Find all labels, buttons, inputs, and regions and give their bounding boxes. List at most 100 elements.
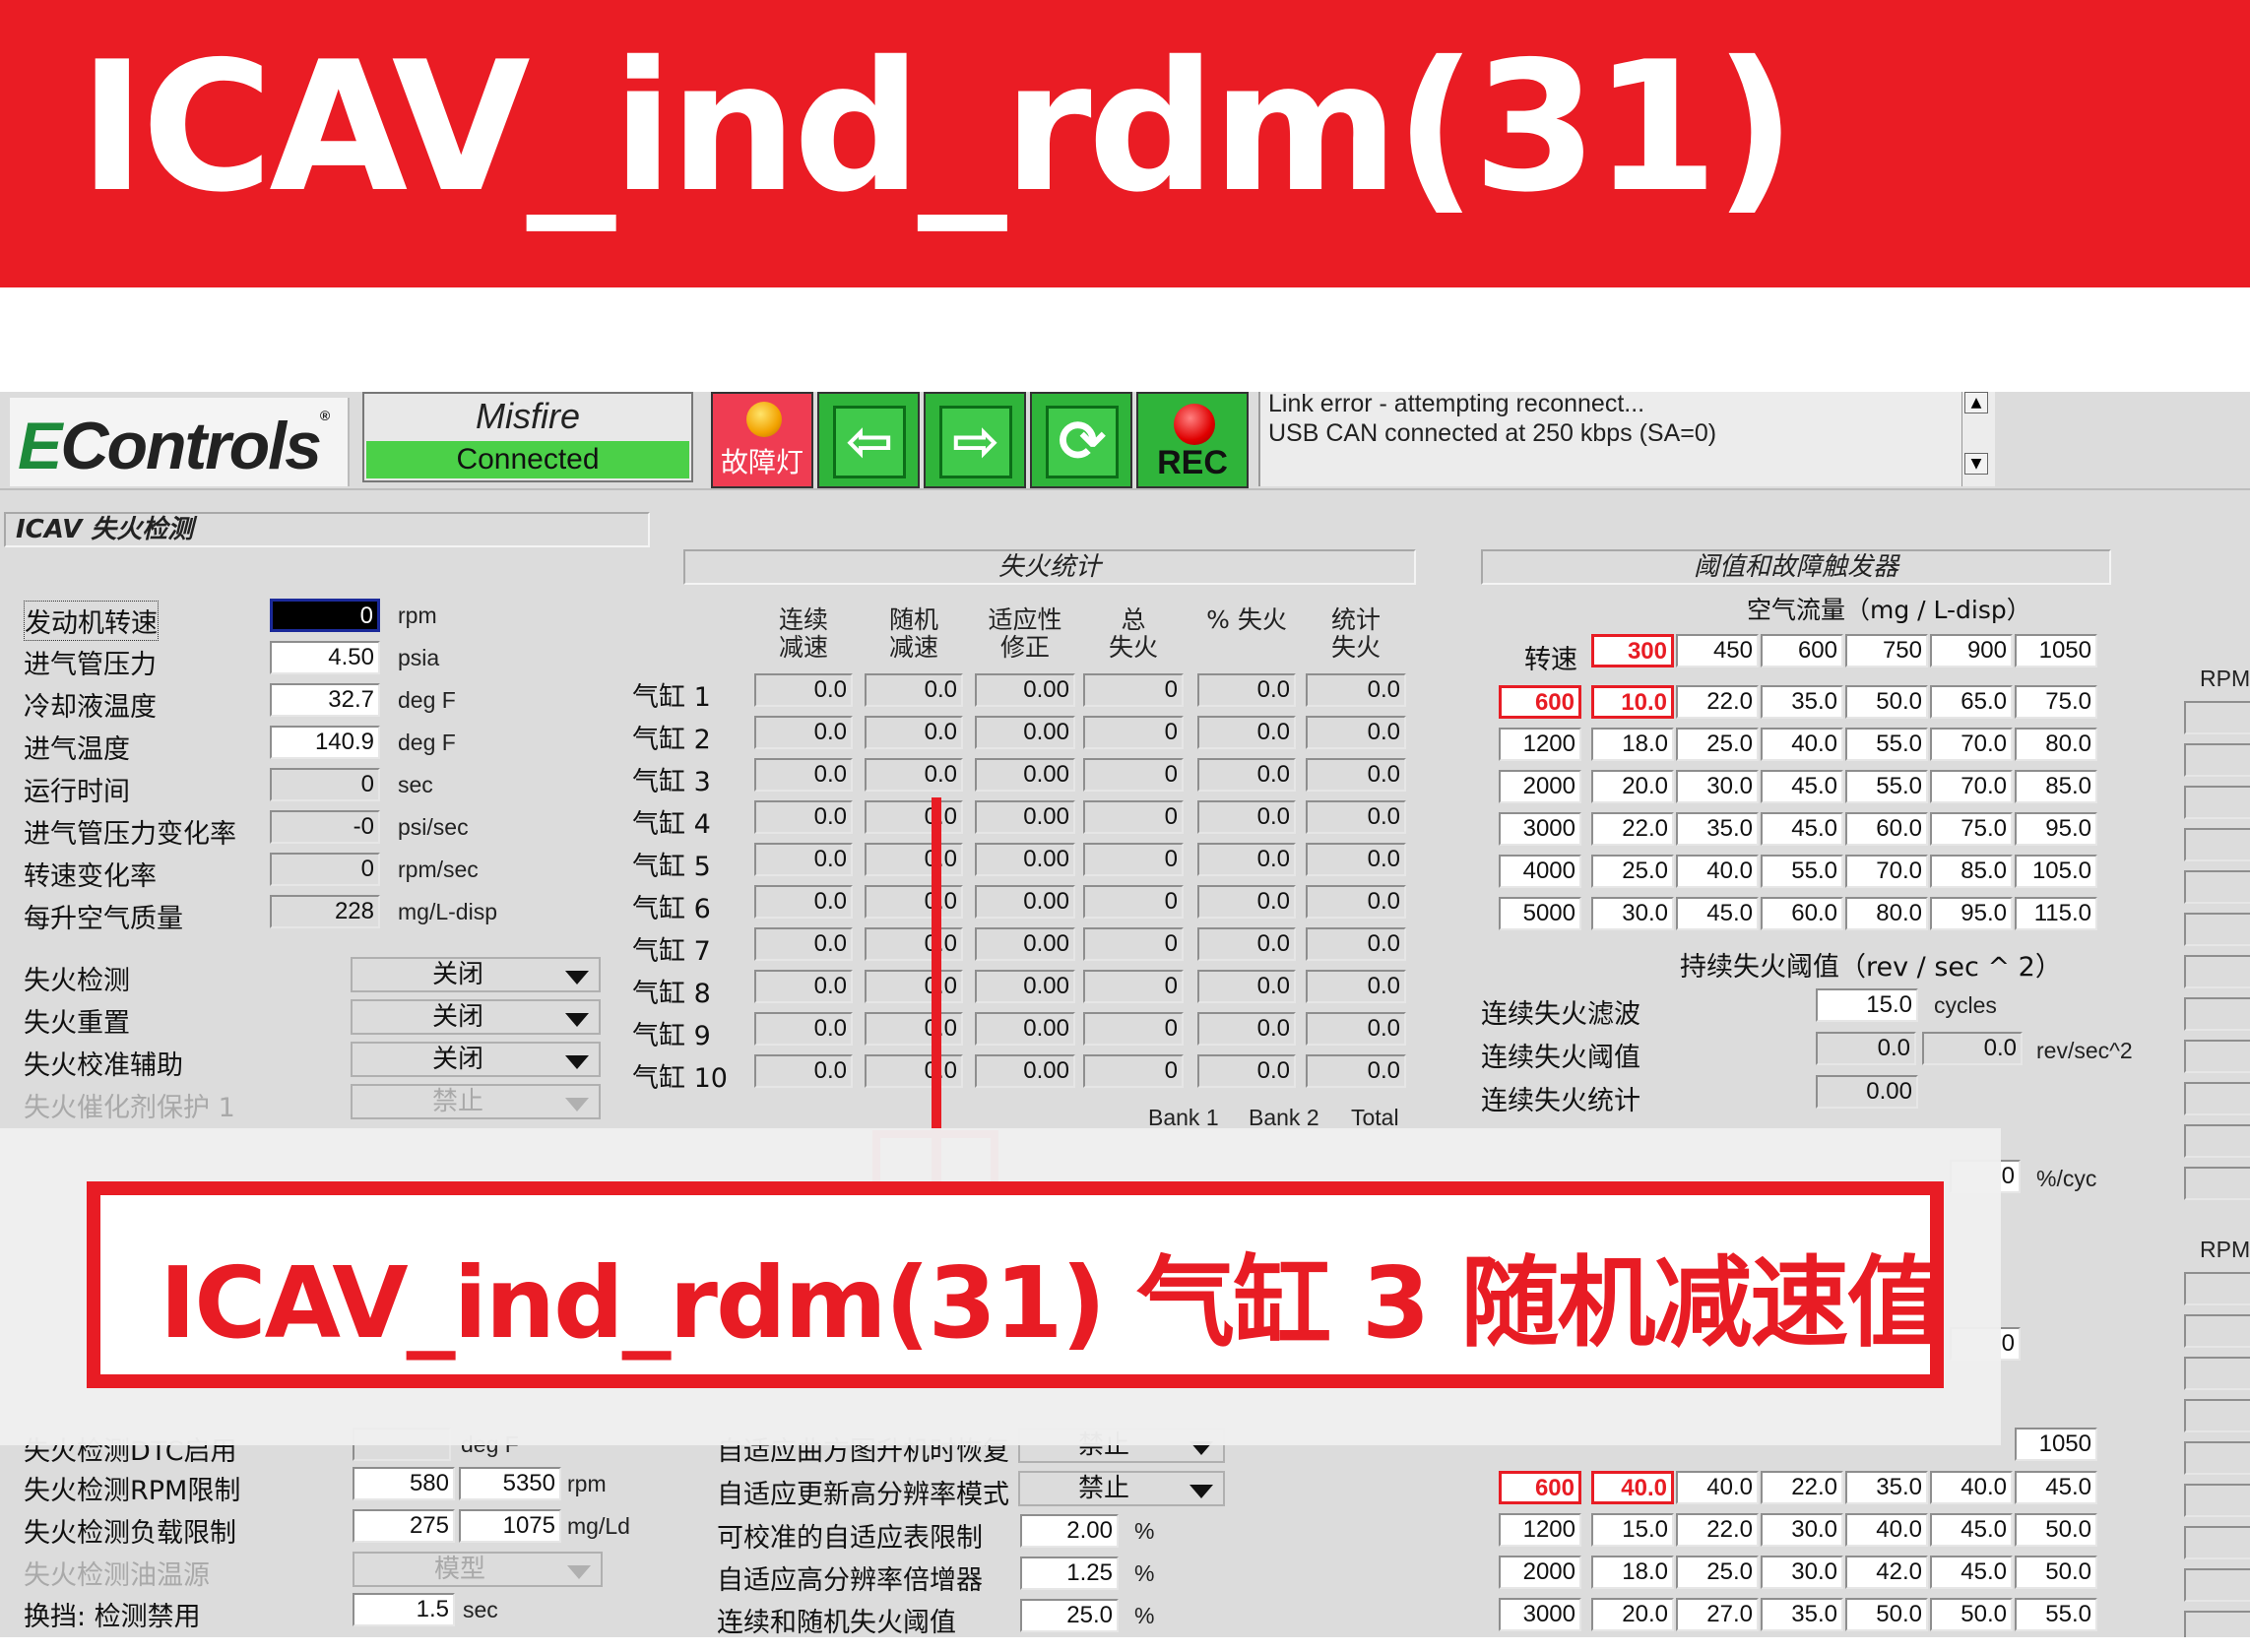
threshold-value-field[interactable]: 65.0 — [1930, 685, 2013, 719]
scroll-down-icon[interactable]: ▼ — [1964, 453, 1988, 475]
rpm-field[interactable]: 600 — [1499, 1471, 1581, 1504]
threshold-value-field[interactable]: 20.0 — [1591, 770, 1674, 803]
threshold-value-field[interactable]: 22.0 — [1676, 1513, 1759, 1547]
threshold-value-field[interactable]: 30.0 — [1591, 897, 1674, 930]
airflow-header-field[interactable]: 750 — [1845, 634, 1928, 667]
adaptive-field[interactable]: 25.0 — [1020, 1599, 1119, 1632]
threshold-value-field[interactable]: 70.0 — [1930, 728, 2013, 761]
airflow-header-field[interactable]: 600 — [1761, 634, 1843, 667]
threshold-value-field[interactable]: 25.0 — [1676, 1556, 1759, 1589]
threshold-value-field[interactable]: 70.0 — [1845, 855, 1928, 888]
threshold-value-field[interactable]: 20.0 — [1591, 1598, 1674, 1631]
threshold-value-field[interactable]: 27.0 — [1676, 1598, 1759, 1631]
airflow-header-field[interactable]: 300 — [1591, 634, 1674, 667]
threshold-value-field[interactable]: 30.0 — [1761, 1556, 1843, 1589]
threshold-value-field[interactable]: 40.0 — [1591, 1471, 1674, 1504]
threshold-value-field[interactable]: 55.0 — [2015, 1598, 2097, 1631]
threshold-value-field[interactable]: 80.0 — [2015, 728, 2097, 761]
threshold-value-field[interactable]: 115.0 — [2015, 897, 2097, 930]
threshold-value-field[interactable]: 22.0 — [1676, 685, 1759, 719]
forward-button[interactable]: ⇨ — [924, 392, 1026, 488]
param-value-field[interactable]: 0 — [270, 599, 380, 632]
rpm-field[interactable]: 5000 — [1499, 897, 1581, 930]
rpm-field[interactable]: 1200 — [1499, 728, 1581, 761]
threshold-value-field[interactable]: 30.0 — [1761, 1513, 1843, 1547]
refresh-button[interactable]: ⟳ — [1030, 392, 1132, 488]
rpm-field[interactable]: 4000 — [1499, 855, 1581, 888]
rpm-field[interactable]: 600 — [1499, 685, 1581, 719]
threshold-value-field[interactable]: 95.0 — [2015, 812, 2097, 846]
threshold-value-field[interactable]: 45.0 — [1930, 1513, 2013, 1547]
threshold-value-field[interactable]: 55.0 — [1761, 855, 1843, 888]
threshold-value-field[interactable]: 30.0 — [1676, 770, 1759, 803]
threshold-value-field[interactable]: 10.0 — [1591, 685, 1674, 719]
airflow-header-field[interactable]: 450 — [1676, 634, 1759, 667]
misfire-select[interactable]: 关闭 — [351, 957, 601, 992]
misfire-select[interactable]: 关闭 — [351, 999, 601, 1035]
airflow-header-field[interactable]: 1050 — [2015, 634, 2097, 667]
back-button[interactable]: ⇦ — [817, 392, 920, 488]
fault-lamp-button[interactable]: 故障灯 — [711, 392, 813, 488]
shift-disable-field[interactable]: 1.5 — [353, 1593, 455, 1626]
airflow-header-field[interactable]: 900 — [1930, 634, 2013, 667]
threshold-value-field[interactable]: 25.0 — [1591, 855, 1674, 888]
log-scrollbar[interactable]: ▲ ▼ — [1961, 392, 1989, 486]
airflow-header-field[interactable]: 1050 — [2015, 1428, 2097, 1461]
record-button[interactable]: REC — [1136, 392, 1249, 488]
threshold-value-field[interactable]: 105.0 — [2015, 855, 2097, 888]
misfire-select[interactable]: 关闭 — [351, 1042, 601, 1077]
rpm-field[interactable]: 3000 — [1499, 812, 1581, 846]
adaptive-field[interactable]: 2.00 — [1020, 1514, 1119, 1548]
adaptive-field[interactable]: 1.25 — [1020, 1557, 1119, 1590]
threshold-value-field[interactable]: 45.0 — [1930, 1556, 2013, 1589]
threshold-value-field[interactable]: 35.0 — [1845, 1471, 1928, 1504]
threshold-value-field[interactable]: 85.0 — [2015, 770, 2097, 803]
limit-min-field[interactable]: 580 — [353, 1467, 455, 1500]
threshold-value-field[interactable]: 75.0 — [2015, 685, 2097, 719]
threshold-value-field[interactable]: 60.0 — [1845, 812, 1928, 846]
threshold-value-field[interactable]: 50.0 — [2015, 1513, 2097, 1547]
threshold-value-field[interactable]: 45.0 — [2015, 1471, 2097, 1504]
threshold-value-field[interactable]: 45.0 — [1761, 770, 1843, 803]
threshold-value-field[interactable]: 40.0 — [1676, 1471, 1759, 1504]
param-value-field[interactable]: 140.9 — [270, 726, 380, 759]
threshold-value-field[interactable]: 70.0 — [1930, 770, 2013, 803]
threshold-value-field[interactable]: 18.0 — [1591, 1556, 1674, 1589]
threshold-value-field[interactable]: 60.0 — [1761, 897, 1843, 930]
threshold-value-field[interactable]: 95.0 — [1930, 897, 2013, 930]
threshold-value-field[interactable]: 40.0 — [1930, 1471, 2013, 1504]
threshold-value-field[interactable]: 45.0 — [1761, 812, 1843, 846]
rpm-field[interactable]: 3000 — [1499, 1598, 1581, 1631]
threshold-value-field[interactable]: 85.0 — [1930, 855, 2013, 888]
threshold-value-field[interactable]: 50.0 — [1845, 1598, 1928, 1631]
threshold-value-field[interactable]: 45.0 — [1676, 897, 1759, 930]
threshold-value-field[interactable]: 50.0 — [1930, 1598, 2013, 1631]
threshold-value-field[interactable]: 55.0 — [1845, 770, 1928, 803]
threshold-value-field[interactable]: 15.0 — [1591, 1513, 1674, 1547]
threshold-value-field[interactable]: 42.0 — [1845, 1556, 1928, 1589]
threshold-value-field[interactable]: 50.0 — [1845, 685, 1928, 719]
threshold-value-field[interactable]: 25.0 — [1676, 728, 1759, 761]
threshold-value-field[interactable]: 55.0 — [1845, 728, 1928, 761]
threshold-value-field[interactable]: 35.0 — [1676, 812, 1759, 846]
threshold-value-field[interactable]: 80.0 — [1845, 897, 1928, 930]
adaptive-select[interactable]: 禁止 — [1018, 1471, 1225, 1506]
param-value-field[interactable]: 4.50 — [270, 641, 380, 674]
threshold-value-field[interactable]: 35.0 — [1761, 1598, 1843, 1631]
threshold-value-field[interactable]: 40.0 — [1845, 1513, 1928, 1547]
rpm-field[interactable]: 2000 — [1499, 1556, 1581, 1589]
threshold-value-field[interactable]: 75.0 — [1930, 812, 2013, 846]
scroll-up-icon[interactable]: ▲ — [1964, 392, 1988, 413]
param-value-field[interactable]: 32.7 — [270, 683, 380, 717]
threshold-value-field[interactable]: 50.0 — [2015, 1556, 2097, 1589]
threshold-value-field[interactable]: 40.0 — [1761, 728, 1843, 761]
filter-field[interactable]: 15.0 — [1816, 988, 1918, 1022]
threshold-value-field[interactable]: 35.0 — [1761, 685, 1843, 719]
rpm-field[interactable]: 2000 — [1499, 770, 1581, 803]
limit-max-field[interactable]: 1075 — [459, 1509, 561, 1543]
threshold-value-field[interactable]: 22.0 — [1761, 1471, 1843, 1504]
rpm-field[interactable]: 1200 — [1499, 1513, 1581, 1547]
limit-max-field[interactable]: 5350 — [459, 1467, 561, 1500]
limit-min-field[interactable]: 275 — [353, 1509, 455, 1543]
threshold-value-field[interactable]: 18.0 — [1591, 728, 1674, 761]
